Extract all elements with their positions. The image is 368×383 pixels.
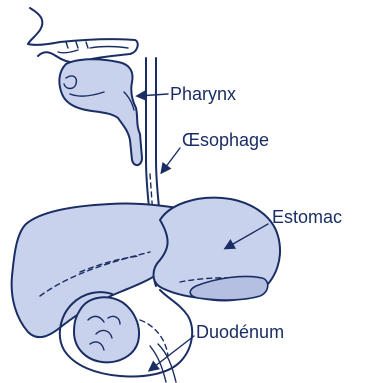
pharynx-arrow: [138, 94, 168, 96]
label-estomac: Estomac: [272, 208, 342, 226]
head-outline: [28, 8, 138, 63]
label-oesophage: Œsophage: [182, 131, 269, 149]
mouth-pharynx-region: [59, 59, 142, 165]
oesophage-arrow: [162, 148, 180, 172]
label-duodenum: Duodénum: [196, 323, 284, 341]
label-pharynx: Pharynx: [170, 85, 236, 103]
